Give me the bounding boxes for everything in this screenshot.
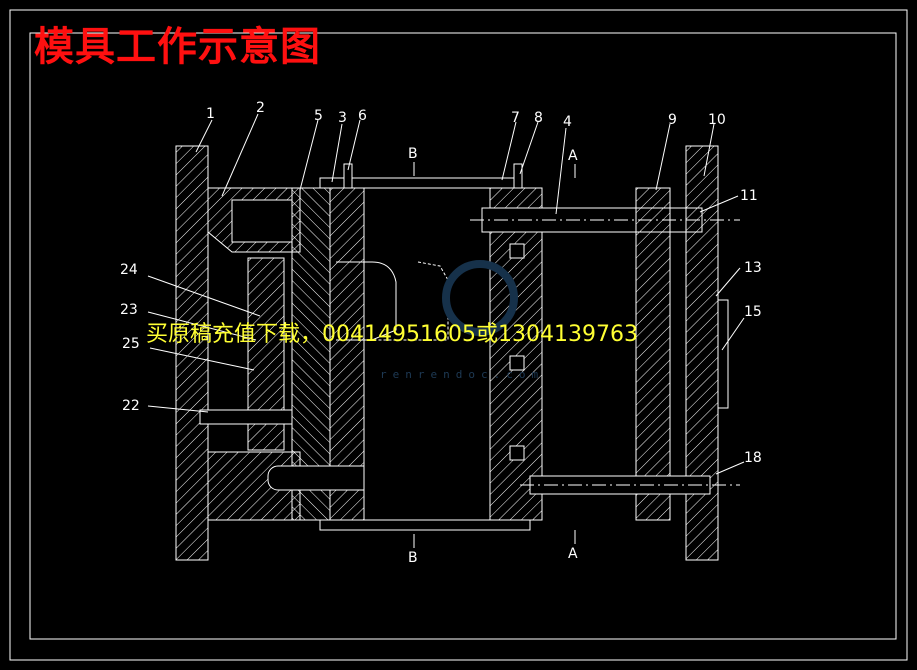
drawing-title: 模具工作示意图 <box>34 24 321 70</box>
part-label-5: 5 <box>314 108 323 124</box>
section-b-top: B <box>408 146 418 162</box>
part-label-10: 10 <box>708 112 726 128</box>
part-profile <box>336 261 397 341</box>
hole-top <box>509 243 525 259</box>
section-a-bottom: A <box>568 546 578 562</box>
part-label-25: 25 <box>122 336 140 352</box>
part-label-8: 8 <box>534 110 543 126</box>
part-label-11: 11 <box>740 188 758 204</box>
watermark-text: 买原稿充值下载，00414951605或1304139763 <box>146 322 638 347</box>
part-label-13: 13 <box>744 260 762 276</box>
part-label-18: 18 <box>744 450 762 466</box>
cavity-2 <box>231 199 293 243</box>
section-marks: B B A A <box>408 146 578 566</box>
part-label-23: 23 <box>120 302 138 318</box>
part-label-6: 6 <box>358 108 367 124</box>
bolt-8 <box>513 163 523 189</box>
part-label-9: 9 <box>668 112 677 128</box>
part-label-2: 2 <box>256 100 265 116</box>
hole-low <box>509 445 525 461</box>
leader-lines <box>147 113 745 475</box>
plate-9 <box>635 187 671 521</box>
part-label-15: 15 <box>744 304 762 320</box>
bolt-6 <box>343 163 353 189</box>
plate-10 <box>685 145 719 561</box>
plate-1 <box>175 145 209 561</box>
part-label-4: 4 <box>563 114 572 130</box>
part-label-24: 24 <box>120 262 138 278</box>
locator-15 <box>717 299 729 409</box>
part-label-22: 22 <box>122 398 140 414</box>
watermark-logo-text: renrendoc.com <box>380 368 545 381</box>
plate-7 <box>489 187 543 521</box>
outer-frame <box>9 9 908 661</box>
ejector-pin-22 <box>199 409 293 425</box>
watermark-logo-ring <box>442 260 518 336</box>
inner-frame <box>29 32 897 640</box>
part-label-1: 1 <box>206 106 215 122</box>
section-b-bottom: B <box>408 550 418 566</box>
section-a-top: A <box>568 148 578 164</box>
cavity-center <box>363 187 491 521</box>
part-label-7: 7 <box>511 110 520 126</box>
hole-mid <box>509 355 525 371</box>
part-label-group: 1 2 5 3 6 7 8 4 9 10 11 13 15 24 23 25 2… <box>120 100 762 466</box>
bottom-bar <box>319 519 531 531</box>
part-label-3: 3 <box>338 110 347 126</box>
